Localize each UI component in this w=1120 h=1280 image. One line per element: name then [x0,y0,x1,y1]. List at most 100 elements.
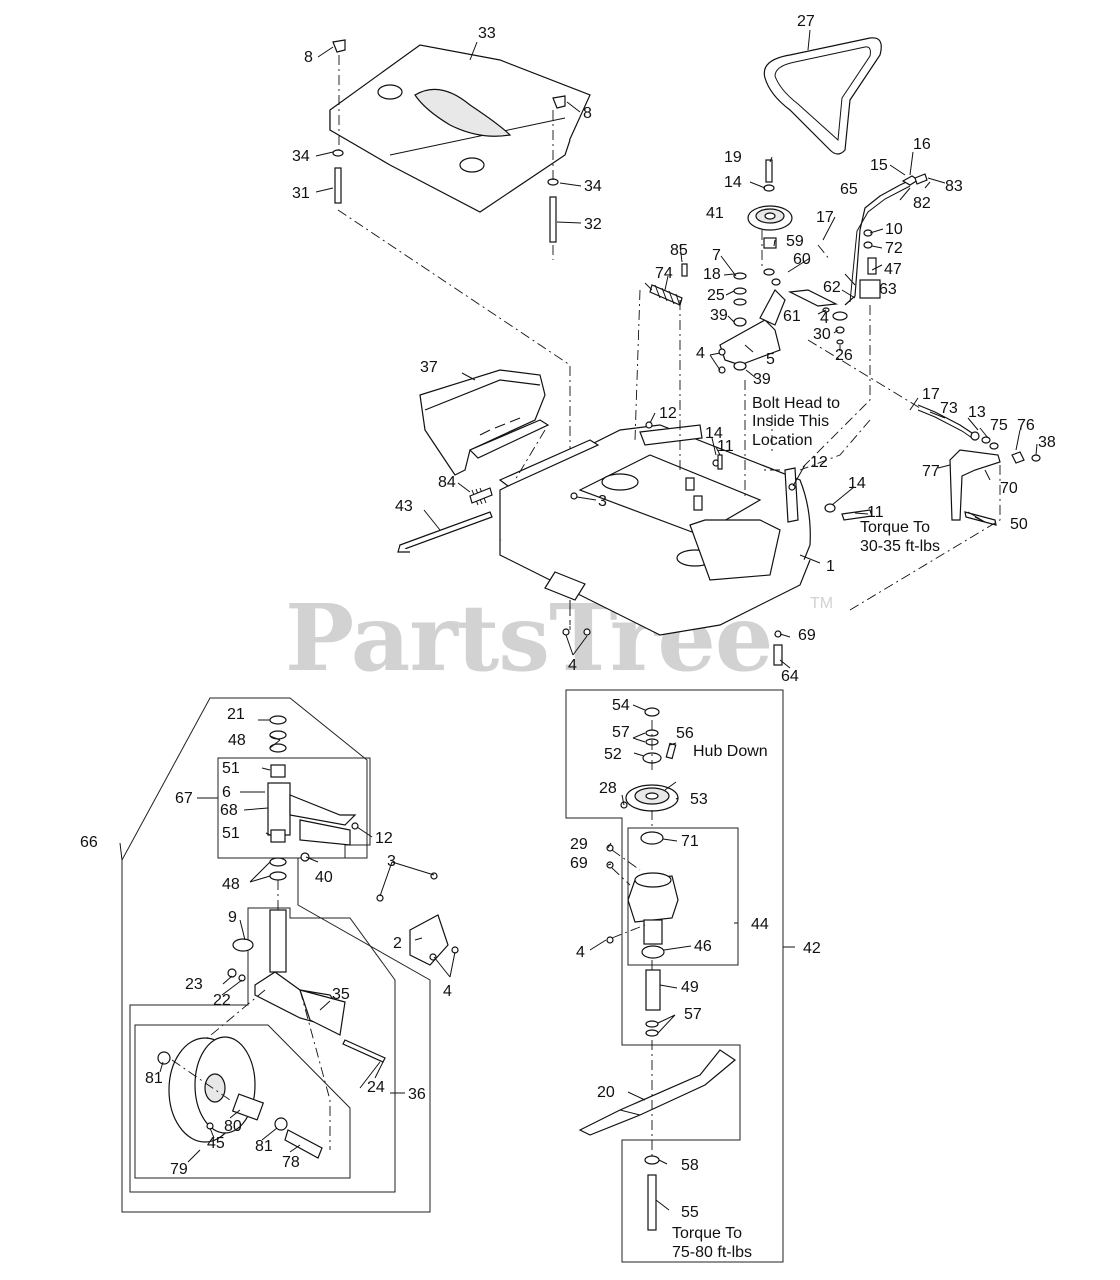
callout-73[interactable]: 73 [940,400,958,417]
callout-26[interactable]: 26 [835,347,853,364]
callout-65[interactable]: 65 [840,181,858,198]
callout-6[interactable]: 6 [222,784,231,801]
callout-33[interactable]: 33 [478,25,496,42]
callout-47[interactable]: 47 [884,261,902,278]
callout-42[interactable]: 42 [803,940,821,957]
callout-56[interactable]: 56 [676,725,694,742]
callout-13[interactable]: 13 [968,404,986,421]
callout-11a[interactable]: 11 [717,438,734,455]
callout-12a[interactable]: 12 [659,405,677,422]
callout-39a[interactable]: 39 [710,307,728,324]
callout-12c[interactable]: 12 [375,830,393,847]
callout-52[interactable]: 52 [604,746,622,763]
callout-69a[interactable]: 69 [798,627,816,644]
callout-77[interactable]: 77 [922,463,940,480]
callout-36[interactable]: 36 [408,1086,426,1103]
callout-46[interactable]: 46 [694,938,712,955]
callout-14c[interactable]: 14 [848,475,866,492]
callout-17b[interactable]: 17 [922,386,940,403]
callout-59[interactable]: 59 [786,233,804,250]
callout-3[interactable]: 3 [598,493,607,510]
callout-4d[interactable]: 4 [443,983,452,1000]
callout-50[interactable]: 50 [1010,516,1028,533]
callout-81b[interactable]: 81 [255,1138,273,1155]
callout-35[interactable]: 35 [332,986,350,1003]
callout-32[interactable]: 32 [584,216,602,233]
callout-83[interactable]: 83 [945,178,963,195]
callout-34b[interactable]: 34 [584,178,602,195]
callout-14b[interactable]: 14 [705,425,723,442]
callout-4e[interactable]: 4 [576,944,585,961]
callout-39b[interactable]: 39 [753,371,771,388]
callout-14a[interactable]: 14 [724,174,742,191]
callout-61[interactable]: 61 [783,308,801,325]
callout-75[interactable]: 75 [990,417,1008,434]
callout-40[interactable]: 40 [315,869,333,886]
callout-53[interactable]: 53 [690,791,708,808]
callout-4c[interactable]: 4 [568,657,577,674]
callout-51b[interactable]: 51 [222,825,240,842]
callout-18[interactable]: 18 [703,266,721,283]
callout-15[interactable]: 15 [870,157,888,174]
callout-9[interactable]: 9 [228,909,237,926]
callout-1[interactable]: 1 [826,558,835,575]
callout-2[interactable]: 2 [393,935,402,952]
callout-79[interactable]: 79 [170,1161,188,1178]
callout-4b[interactable]: 4 [820,310,829,327]
callout-10[interactable]: 10 [885,221,903,238]
callout-30[interactable]: 30 [813,326,831,343]
callout-44[interactable]: 44 [751,916,769,933]
callout-24[interactable]: 24 [367,1079,385,1096]
callout-66[interactable]: 66 [80,834,98,851]
callout-8a[interactable]: 8 [304,49,313,66]
callout-45[interactable]: 45 [207,1135,225,1152]
callout-43[interactable]: 43 [395,498,413,515]
callout-27[interactable]: 27 [797,13,815,30]
callout-62[interactable]: 62 [823,279,841,296]
callout-21[interactable]: 21 [227,706,245,723]
callout-64[interactable]: 64 [781,668,799,685]
callout-60[interactable]: 60 [793,251,811,268]
callout-57a[interactable]: 57 [612,724,630,741]
callout-76[interactable]: 76 [1017,417,1035,434]
callout-49[interactable]: 49 [681,979,699,996]
callout-48b[interactable]: 48 [222,876,240,893]
callout-78[interactable]: 78 [282,1154,300,1171]
callout-69b[interactable]: 69 [570,855,588,872]
callout-22[interactable]: 22 [213,992,231,1009]
callout-74[interactable]: 74 [655,265,673,282]
callout-67[interactable]: 67 [175,790,193,807]
callout-16[interactable]: 16 [913,136,931,153]
callout-11b[interactable]: 11 [867,504,884,521]
callout-3b[interactable]: 3 [387,853,396,870]
callout-12b[interactable]: 12 [810,454,828,471]
callout-54[interactable]: 54 [612,697,630,714]
callout-84[interactable]: 84 [438,474,456,491]
callout-80[interactable]: 80 [224,1118,242,1135]
callout-48a[interactable]: 48 [228,732,246,749]
callout-31[interactable]: 31 [292,185,310,202]
callout-71[interactable]: 71 [681,833,699,850]
callout-25[interactable]: 25 [707,287,725,304]
callout-82[interactable]: 82 [913,195,931,212]
callout-28[interactable]: 28 [599,780,617,797]
callout-81a[interactable]: 81 [145,1070,163,1087]
callout-41[interactable]: 41 [706,205,724,222]
callout-72[interactable]: 72 [885,240,903,257]
callout-20[interactable]: 20 [597,1084,615,1101]
callout-23[interactable]: 23 [185,976,203,993]
callout-57b[interactable]: 57 [684,1006,702,1023]
callout-58[interactable]: 58 [681,1157,699,1174]
callout-4a[interactable]: 4 [696,345,705,362]
callout-17a[interactable]: 17 [816,209,834,226]
callout-19[interactable]: 19 [724,149,742,166]
callout-55[interactable]: 55 [681,1204,699,1221]
callout-51a[interactable]: 51 [222,760,240,777]
callout-5[interactable]: 5 [766,351,775,368]
callout-63[interactable]: 63 [879,281,897,298]
callout-68[interactable]: 68 [220,802,238,819]
callout-29[interactable]: 29 [570,836,588,853]
callout-8b[interactable]: 8 [583,105,592,122]
callout-34a[interactable]: 34 [292,148,310,165]
callout-85[interactable]: 85 [670,242,688,259]
